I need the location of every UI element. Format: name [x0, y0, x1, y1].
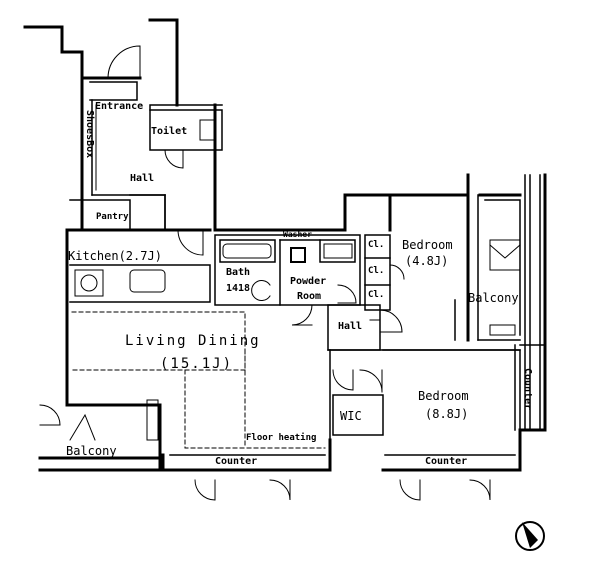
label-hall-lower: Hall: [338, 321, 363, 332]
label-counter-right: Counter: [425, 456, 468, 467]
label-kitchen: Kitchen(2.7J): [68, 249, 162, 263]
north-arrow-icon: [515, 521, 545, 551]
label-cl-2: Cl.: [368, 266, 385, 276]
label-bedroom-small: Bedroom: [402, 238, 453, 252]
label-living-dining: Living Dining: [125, 333, 261, 349]
floor-heating-outline: [71, 311, 326, 449]
label-living-dining-size: (15.1J): [160, 356, 234, 372]
inner-walls: [69, 81, 546, 471]
label-bedroom-small-size: (4.8J): [405, 254, 449, 268]
label-cl-1: Cl.: [368, 240, 385, 250]
label-balcony-left: Balcony: [66, 444, 117, 458]
label-hall-upper: Hall: [130, 173, 155, 184]
label-floor-heating: Floor heating: [246, 433, 317, 443]
label-bedroom-large-size: (8.8J): [425, 407, 469, 421]
label-counter-left: Counter: [215, 456, 258, 467]
door-swings: [39, 45, 491, 501]
label-toilet: Toilet: [151, 126, 188, 137]
label-powder-room: Powder: [290, 276, 327, 287]
fixtures: [74, 104, 521, 441]
label-washer: Washer: [283, 230, 312, 239]
label-shoes-box: ShoesBox: [84, 110, 95, 159]
label-wic: WIC: [340, 409, 362, 423]
label-bedroom-large: Bedroom: [418, 389, 469, 403]
label-cl-3: Cl.: [368, 290, 385, 300]
label-counter-vertical: Counter: [522, 368, 533, 411]
label-powder-room-2: Room: [297, 291, 322, 302]
label-balcony-right: Balcony: [468, 291, 519, 305]
label-entrance: Entrance: [95, 101, 144, 112]
label-bath-size: 1418: [226, 283, 251, 294]
label-bath: Bath: [226, 267, 251, 278]
label-pantry: Pantry: [96, 212, 129, 222]
